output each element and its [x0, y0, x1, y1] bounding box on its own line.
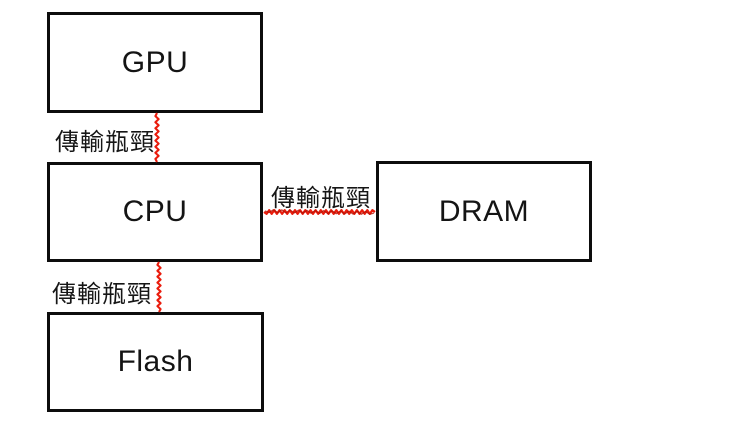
node-cpu: CPU — [47, 162, 263, 262]
node-cpu-label: CPU — [122, 195, 188, 228]
edge-label-cpu-dram: 傳輸瓶頸 — [271, 185, 371, 212]
node-flash: Flash — [47, 312, 264, 412]
edge-cpu-flash-line — [156, 261, 162, 313]
node-gpu: GPU — [47, 12, 263, 113]
node-gpu-label: GPU — [121, 45, 189, 79]
node-dram-label: DRAM — [438, 194, 530, 228]
edge-label-gpu-cpu: 傳輸瓶頸 — [55, 129, 155, 156]
edge-gpu-cpu-line — [154, 112, 160, 163]
node-dram: DRAM — [376, 161, 592, 262]
node-flash-label: Flash — [117, 345, 194, 378]
edge-label-cpu-flash: 傳輸瓶頸 — [52, 281, 152, 308]
